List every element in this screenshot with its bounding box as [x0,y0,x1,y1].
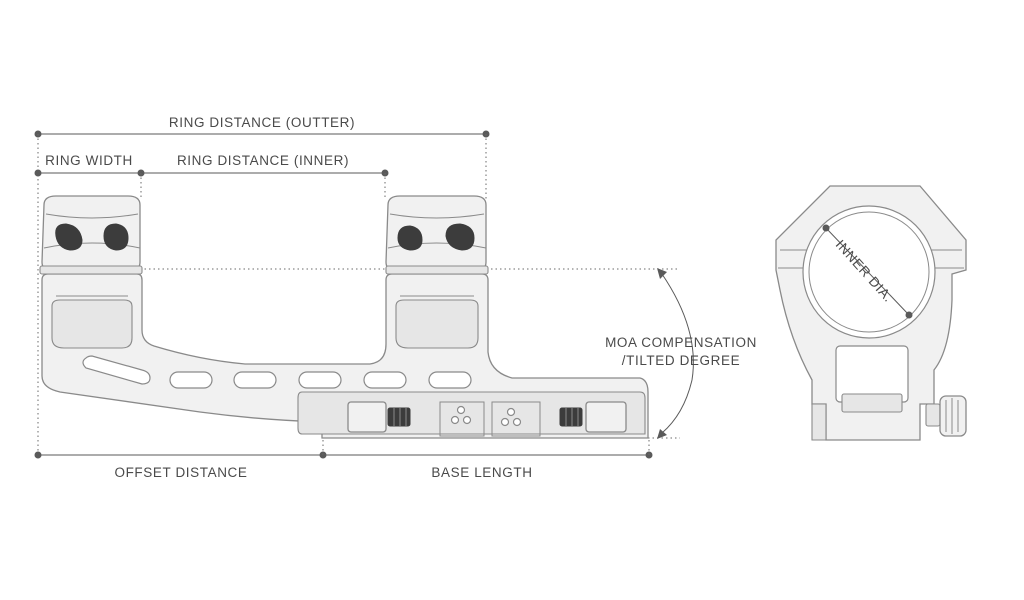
clamp-left [347,401,411,433]
right-cap-slot-2 [445,223,475,251]
clamp-right [559,401,627,433]
left-cap-slot-1 [55,223,83,251]
dimension-base-length [323,440,653,459]
front-view-ring [775,185,967,441]
right-ring-pocket [395,299,479,349]
right-cap-slot-1 [397,225,423,251]
label-ring-distance-outter: RING DISTANCE (OUTTER) [169,115,355,130]
label-moa-line1: MOA COMPENSATION [605,335,757,350]
left-cap-slot-2 [103,223,129,251]
dimension-offset-distance [34,440,327,459]
left-ring-pocket [51,299,133,349]
label-offset-distance: OFFSET DISTANCE [114,465,247,480]
label-base-length: BASE LENGTH [431,465,532,480]
hex-cluster-left [439,401,485,437]
left-ring-seam [39,265,143,275]
dimension-ring-distance-inner [141,169,389,200]
label-ring-distance-inner: RING DISTANCE (INNER) [177,153,349,168]
lightening-slots [169,371,472,389]
label-ring-width: RING WIDTH [45,153,133,168]
right-ring-seam [385,265,489,275]
dimension-ring-width [34,169,145,200]
angled-slot [82,355,151,385]
label-moa-line2: /TILTED DEGREE [622,353,740,368]
hex-cluster-right [491,401,541,437]
dimension-ring-distance-outter [34,130,490,455]
